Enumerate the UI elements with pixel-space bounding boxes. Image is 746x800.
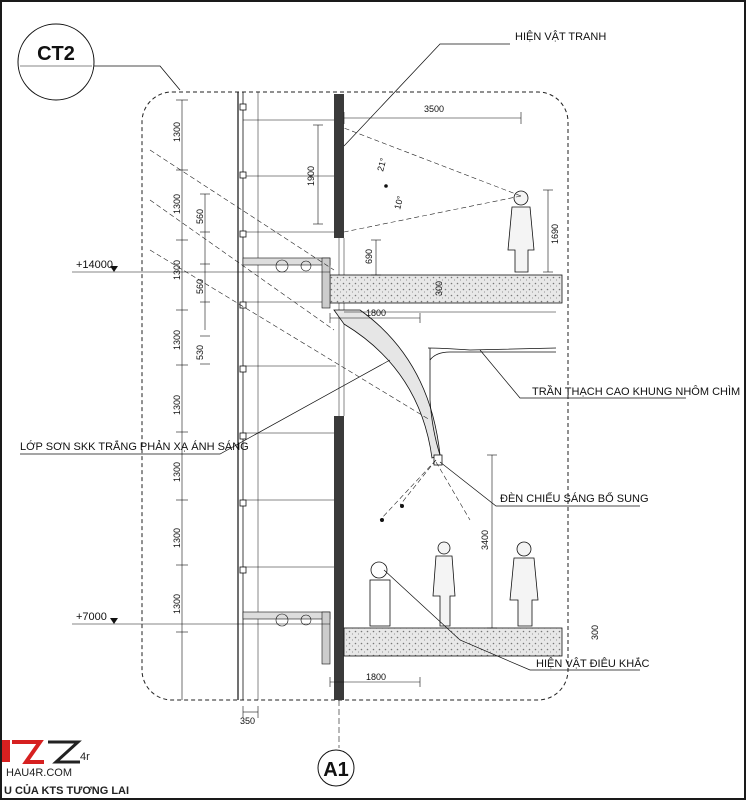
person-lower-2 xyxy=(509,541,539,627)
svg-text:21°: 21° xyxy=(375,156,388,172)
axis-tag: A1 xyxy=(323,759,349,781)
label-sculpture: HIỆN VẬT ĐIÊU KHẮC xyxy=(536,657,650,670)
svg-text:560: 560 xyxy=(195,279,205,294)
svg-text:3500: 3500 xyxy=(424,104,444,114)
svg-text:1300: 1300 xyxy=(172,122,182,142)
gallery-walls xyxy=(334,94,345,700)
section-callout: CT2 xyxy=(17,23,181,101)
wall-dimension-texts: 1900 690 3500 1690 300 1800 3400 300 180… xyxy=(240,104,600,726)
svg-text:1300: 1300 xyxy=(172,462,182,482)
level-upper: +14000 xyxy=(72,259,330,273)
svg-text:690: 690 xyxy=(364,249,374,264)
svg-text:1800: 1800 xyxy=(366,672,386,682)
svg-text:300: 300 xyxy=(434,281,444,296)
svg-text:300: 300 xyxy=(590,625,600,640)
watermark: 4r HAU4R.COM U CỦA KTS TƯƠNG LAI xyxy=(2,740,129,797)
svg-text:1300: 1300 xyxy=(172,260,182,280)
lower-slab xyxy=(242,611,563,665)
svg-text:1300: 1300 xyxy=(172,330,182,350)
level-lower: +7000 xyxy=(72,611,330,625)
annotation-texts: HIỆN VẬT TRANH TRẦN THẠCH CAO KHUNG NHÔM… xyxy=(20,30,740,670)
light-fixtures xyxy=(380,184,404,522)
svg-text:1690: 1690 xyxy=(550,224,560,244)
watermark-site: HAU4R.COM xyxy=(6,767,72,779)
watermark-logo: 4r xyxy=(80,751,90,763)
svg-text:350: 350 xyxy=(240,716,255,726)
svg-text:+7000: +7000 xyxy=(76,611,107,623)
person-lower-1 xyxy=(432,541,456,627)
watermark-slogan: U CỦA KTS TƯƠNG LAI xyxy=(4,784,129,797)
svg-text:530: 530 xyxy=(195,345,205,360)
ceiling-curve xyxy=(333,309,557,466)
label-painting: HIỆN VẬT TRANH xyxy=(515,30,606,43)
section-outline xyxy=(141,91,569,701)
label-reflective-paint: LỚP SƠN SKK TRẮNG PHẢN XẠ ÁNH SÁNG xyxy=(20,440,249,453)
wall-dimensions xyxy=(242,112,553,718)
left-dimension-texts: 1300 1300 1300 1300 1300 1300 1300 1300 … xyxy=(172,122,205,614)
svg-text:1300: 1300 xyxy=(172,395,182,415)
label-ceiling: TRẦN THẠCH CAO KHUNG NHÔM CHÌM xyxy=(532,385,740,398)
section-tag: CT2 xyxy=(37,43,75,65)
sculpture-icon xyxy=(369,561,391,627)
facade xyxy=(237,92,336,700)
svg-text:560: 560 xyxy=(195,209,205,224)
upper-slab xyxy=(242,257,563,309)
svg-text:1300: 1300 xyxy=(172,594,182,614)
svg-text:3400: 3400 xyxy=(480,530,490,550)
left-dimension-chain xyxy=(176,99,210,700)
person-upper xyxy=(507,190,535,273)
svg-text:1800: 1800 xyxy=(366,308,386,318)
axis-bubble: A1 xyxy=(317,700,355,787)
svg-text:1900: 1900 xyxy=(306,166,316,186)
svg-text:1300: 1300 xyxy=(172,528,182,548)
label-extra-light: ĐÈN CHIẾU SÁNG BỔ SUNG xyxy=(500,492,649,505)
svg-text:+14000: +14000 xyxy=(76,259,113,271)
svg-text:1300: 1300 xyxy=(172,194,182,214)
svg-text:10°: 10° xyxy=(392,194,405,210)
leaders xyxy=(20,43,686,671)
